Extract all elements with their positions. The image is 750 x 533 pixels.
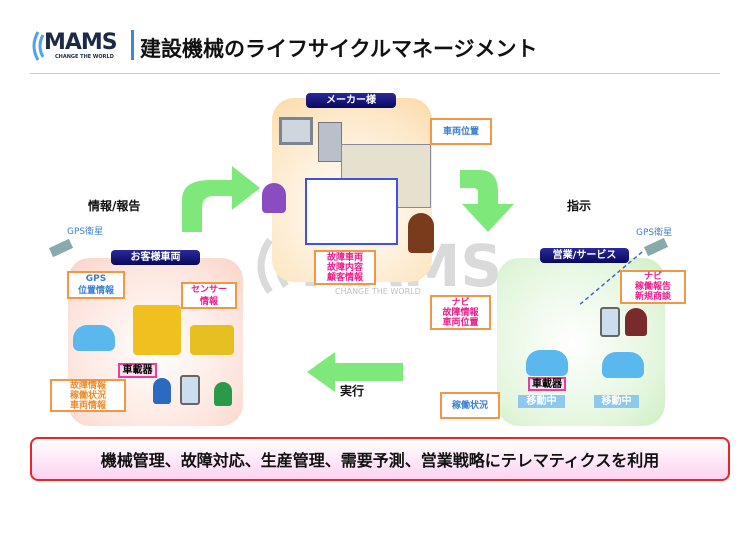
callout-line: ナビ	[451, 297, 470, 308]
callout-line: 車両位置	[442, 317, 479, 328]
arrow-up-right-icon	[182, 166, 260, 232]
arrow-right-down-icon	[460, 170, 514, 232]
worker-icon	[153, 378, 171, 404]
callout-navi-left: ナビ 故障情報 車両位置	[430, 295, 491, 330]
smartphone-icon	[600, 307, 620, 337]
moving-badge: 移動中	[594, 395, 639, 408]
car-icon	[73, 325, 115, 351]
header-divider	[30, 73, 720, 74]
maker-label: メーカー様	[306, 93, 396, 108]
gps-satellite-label: GPS衛星	[67, 227, 104, 237]
monitor-icon	[279, 117, 313, 145]
summary-banner: 機械管理、故障対応、生産管理、需要予測、営業戦略にテレマティクスを利用	[30, 437, 730, 481]
callout-text: 稼働状況	[451, 400, 488, 411]
callout-line: ナビ	[643, 272, 662, 282]
callout-line: 新規商談	[634, 292, 671, 302]
satellite-icon	[643, 237, 669, 257]
callout-line: GPS	[85, 274, 107, 284]
callout-sensor: センサー 情報	[181, 282, 237, 309]
car-icon	[602, 352, 644, 378]
callout-line: 車両情報	[69, 400, 106, 411]
car-icon	[526, 350, 568, 376]
callout-line: 位置情報	[77, 286, 114, 296]
callout-vehicle-info: 故障情報 稼働状況 車両情報	[50, 379, 126, 412]
arrow-left-icon	[307, 352, 403, 392]
instruction-label: 指示	[567, 199, 592, 213]
satellite-icon	[48, 238, 74, 258]
callout-line: 故障内容	[326, 262, 363, 273]
businessman-icon	[408, 213, 434, 253]
operator-icon	[262, 183, 286, 213]
callout-vehicle-position: 車両位置	[430, 118, 492, 145]
sales-label: 営業/サービス	[540, 248, 629, 263]
report-label: 情報/報告	[88, 199, 141, 213]
callout-text: 車両位置	[442, 126, 479, 137]
callout-line: 稼働報告	[634, 282, 671, 292]
logo-divider	[131, 30, 134, 60]
customer-label: お客様車両	[111, 250, 200, 265]
callout-line: 故障車両	[326, 252, 363, 263]
callout-line: 故障情報	[69, 380, 106, 391]
gps-signal-line	[577, 251, 643, 307]
forklift-icon	[133, 305, 181, 355]
callout-line: 故障情報	[442, 307, 479, 318]
callout-line: センサー	[190, 284, 227, 295]
logo-tagline: CHANGE THE WORLD	[55, 54, 114, 60]
moving-badge: 移動中	[518, 395, 565, 408]
watermark-tagline: CHANGE THE WORLD	[335, 287, 421, 296]
smartphone-icon	[180, 375, 200, 405]
callout-operation-status: 稼働状況	[440, 392, 500, 419]
execute-label: 実行	[340, 384, 365, 398]
callout-gps: GPS 位置情報	[67, 271, 125, 299]
server-icon	[318, 122, 342, 162]
callout-fault-info: 故障車両 故障内容 顧客情報	[314, 250, 376, 285]
onboard-unit: 車載器	[118, 363, 157, 378]
callout-line: 顧客情報	[326, 272, 363, 283]
excavator-icon	[190, 325, 234, 355]
mams-logo-waves-icon	[32, 31, 45, 61]
callout-line: 稼働状況	[69, 390, 106, 401]
callout-line: 情報	[199, 296, 218, 307]
app-screen-icon	[305, 178, 398, 245]
gps-satellite-label: GPS衛星	[636, 228, 673, 238]
logo-text: MAMS	[44, 30, 118, 55]
onboard-unit: 車載器	[528, 377, 566, 391]
salesperson-icon	[625, 308, 647, 336]
page-title: 建設機械のライフサイクルマネージメント	[140, 37, 538, 61]
callout-navi-right: ナビ 稼働報告 新規商談	[620, 270, 686, 304]
mechanic-icon	[214, 382, 232, 406]
